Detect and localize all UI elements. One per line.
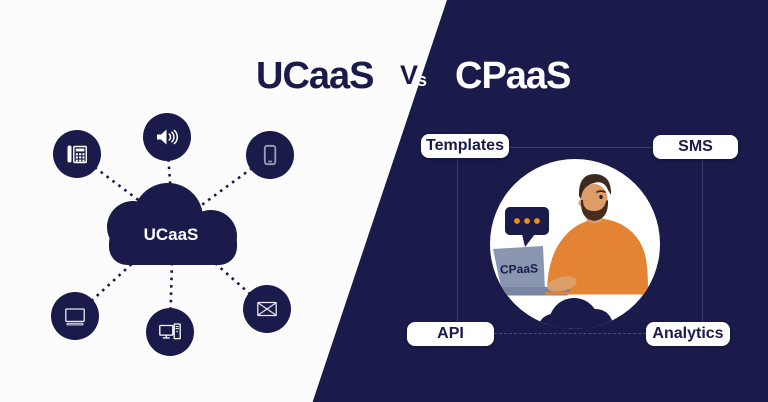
node-desktop-pc (146, 308, 194, 356)
ucaas-cloud: UCaaS (105, 183, 241, 272)
label-templates: Templates (421, 134, 509, 158)
title-vs-s: s (417, 70, 428, 90)
title-cpaas: CPaaS (455, 55, 571, 97)
monitor-icon (65, 308, 85, 326)
title-vs-v: V (400, 60, 419, 90)
cpaas-illustration-circle: CPaaS (490, 159, 660, 329)
label-api: API (407, 322, 494, 346)
laptop-label: CPaaS (500, 261, 538, 276)
node-smartphone (246, 131, 294, 179)
envelope-icon (257, 301, 277, 317)
speaker-icon (157, 129, 179, 145)
bottom-cloud-shape (538, 298, 613, 329)
title-ucaas: UCaaS (256, 55, 374, 97)
label-analytics: Analytics (646, 322, 730, 346)
frame-line-right (702, 158, 703, 322)
cloud-label: UCaaS (144, 225, 199, 244)
frame-line-left (457, 159, 458, 322)
node-desk-phone (53, 130, 101, 178)
frame-line-bottom (494, 333, 646, 334)
frame-line-top (508, 147, 654, 148)
node-speaker (143, 113, 191, 161)
node-envelope (243, 285, 291, 333)
person-at-laptop-illustration: CPaaS (493, 174, 648, 329)
smartphone-icon (263, 144, 277, 166)
node-monitor (51, 292, 99, 340)
desk-phone-icon (67, 145, 88, 164)
desktop-pc-icon (159, 323, 181, 340)
chat-bubble-icon (505, 207, 549, 247)
label-sms: SMS (653, 135, 738, 159)
hand (547, 276, 577, 292)
